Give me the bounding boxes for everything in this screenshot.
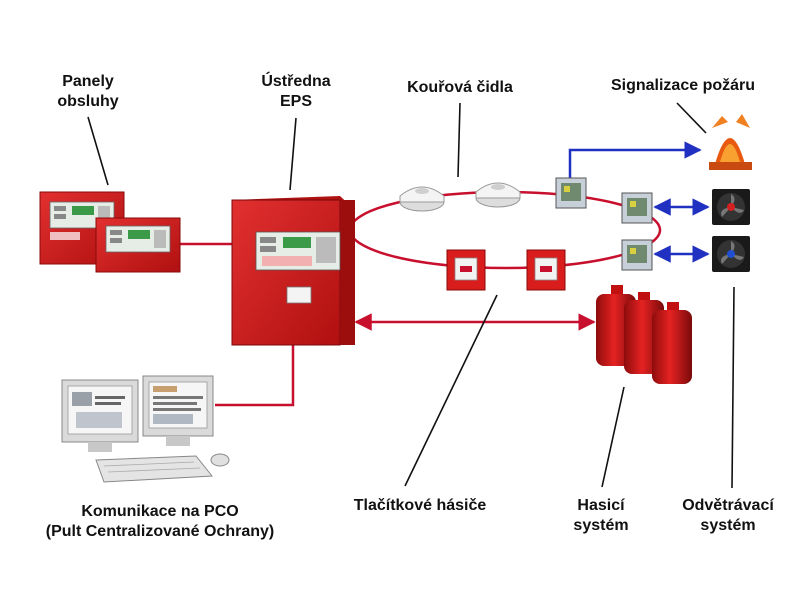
computer-workstation-icon bbox=[61, 375, 230, 483]
beacon-link-line bbox=[568, 141, 702, 178]
manual-call-point-icon bbox=[446, 249, 486, 291]
extinguishing-callout bbox=[601, 386, 625, 488]
label-fire-signal: Signalizace požáru bbox=[610, 77, 756, 94]
central-unit-callout bbox=[289, 117, 297, 191]
manual-call-point-icon bbox=[526, 249, 566, 291]
label-extinguishing-system: Hasicí systém bbox=[573, 497, 629, 534]
label-smoke-detectors: Kouřová čidla bbox=[407, 79, 513, 96]
io-module-icon bbox=[621, 192, 653, 224]
blue-wiring bbox=[568, 141, 710, 263]
label-ventilation-system: Odvětrávací systém bbox=[682, 497, 774, 534]
control-panel-icon bbox=[95, 217, 181, 273]
label-panels: Panely obsluhy bbox=[57, 73, 119, 110]
label-central-unit: Ústředna EPS bbox=[261, 73, 331, 110]
fan-icon bbox=[712, 189, 750, 225]
ventilation-callout bbox=[731, 286, 735, 489]
callout-lines bbox=[87, 102, 735, 489]
label-manual-call-points: Tlačítkové hásiče bbox=[353, 497, 487, 514]
label-communication: Komunikace na PCO (Pult Centralizované O… bbox=[45, 503, 275, 540]
beacon-icon bbox=[709, 114, 752, 170]
smoke-detector-icon bbox=[475, 182, 521, 208]
smoke-detector-icon bbox=[399, 186, 445, 212]
pc-link-line bbox=[215, 344, 295, 407]
gas-cylinder-icon bbox=[652, 302, 692, 384]
central-unit-icon bbox=[231, 196, 355, 346]
io-module-icon bbox=[621, 239, 653, 271]
panels-callout bbox=[87, 116, 109, 186]
fan-icon bbox=[712, 236, 750, 272]
callpoints-callout bbox=[404, 294, 498, 487]
signal-callout bbox=[676, 102, 707, 134]
detectors-callout bbox=[457, 102, 461, 178]
io-module-icon bbox=[555, 177, 587, 209]
